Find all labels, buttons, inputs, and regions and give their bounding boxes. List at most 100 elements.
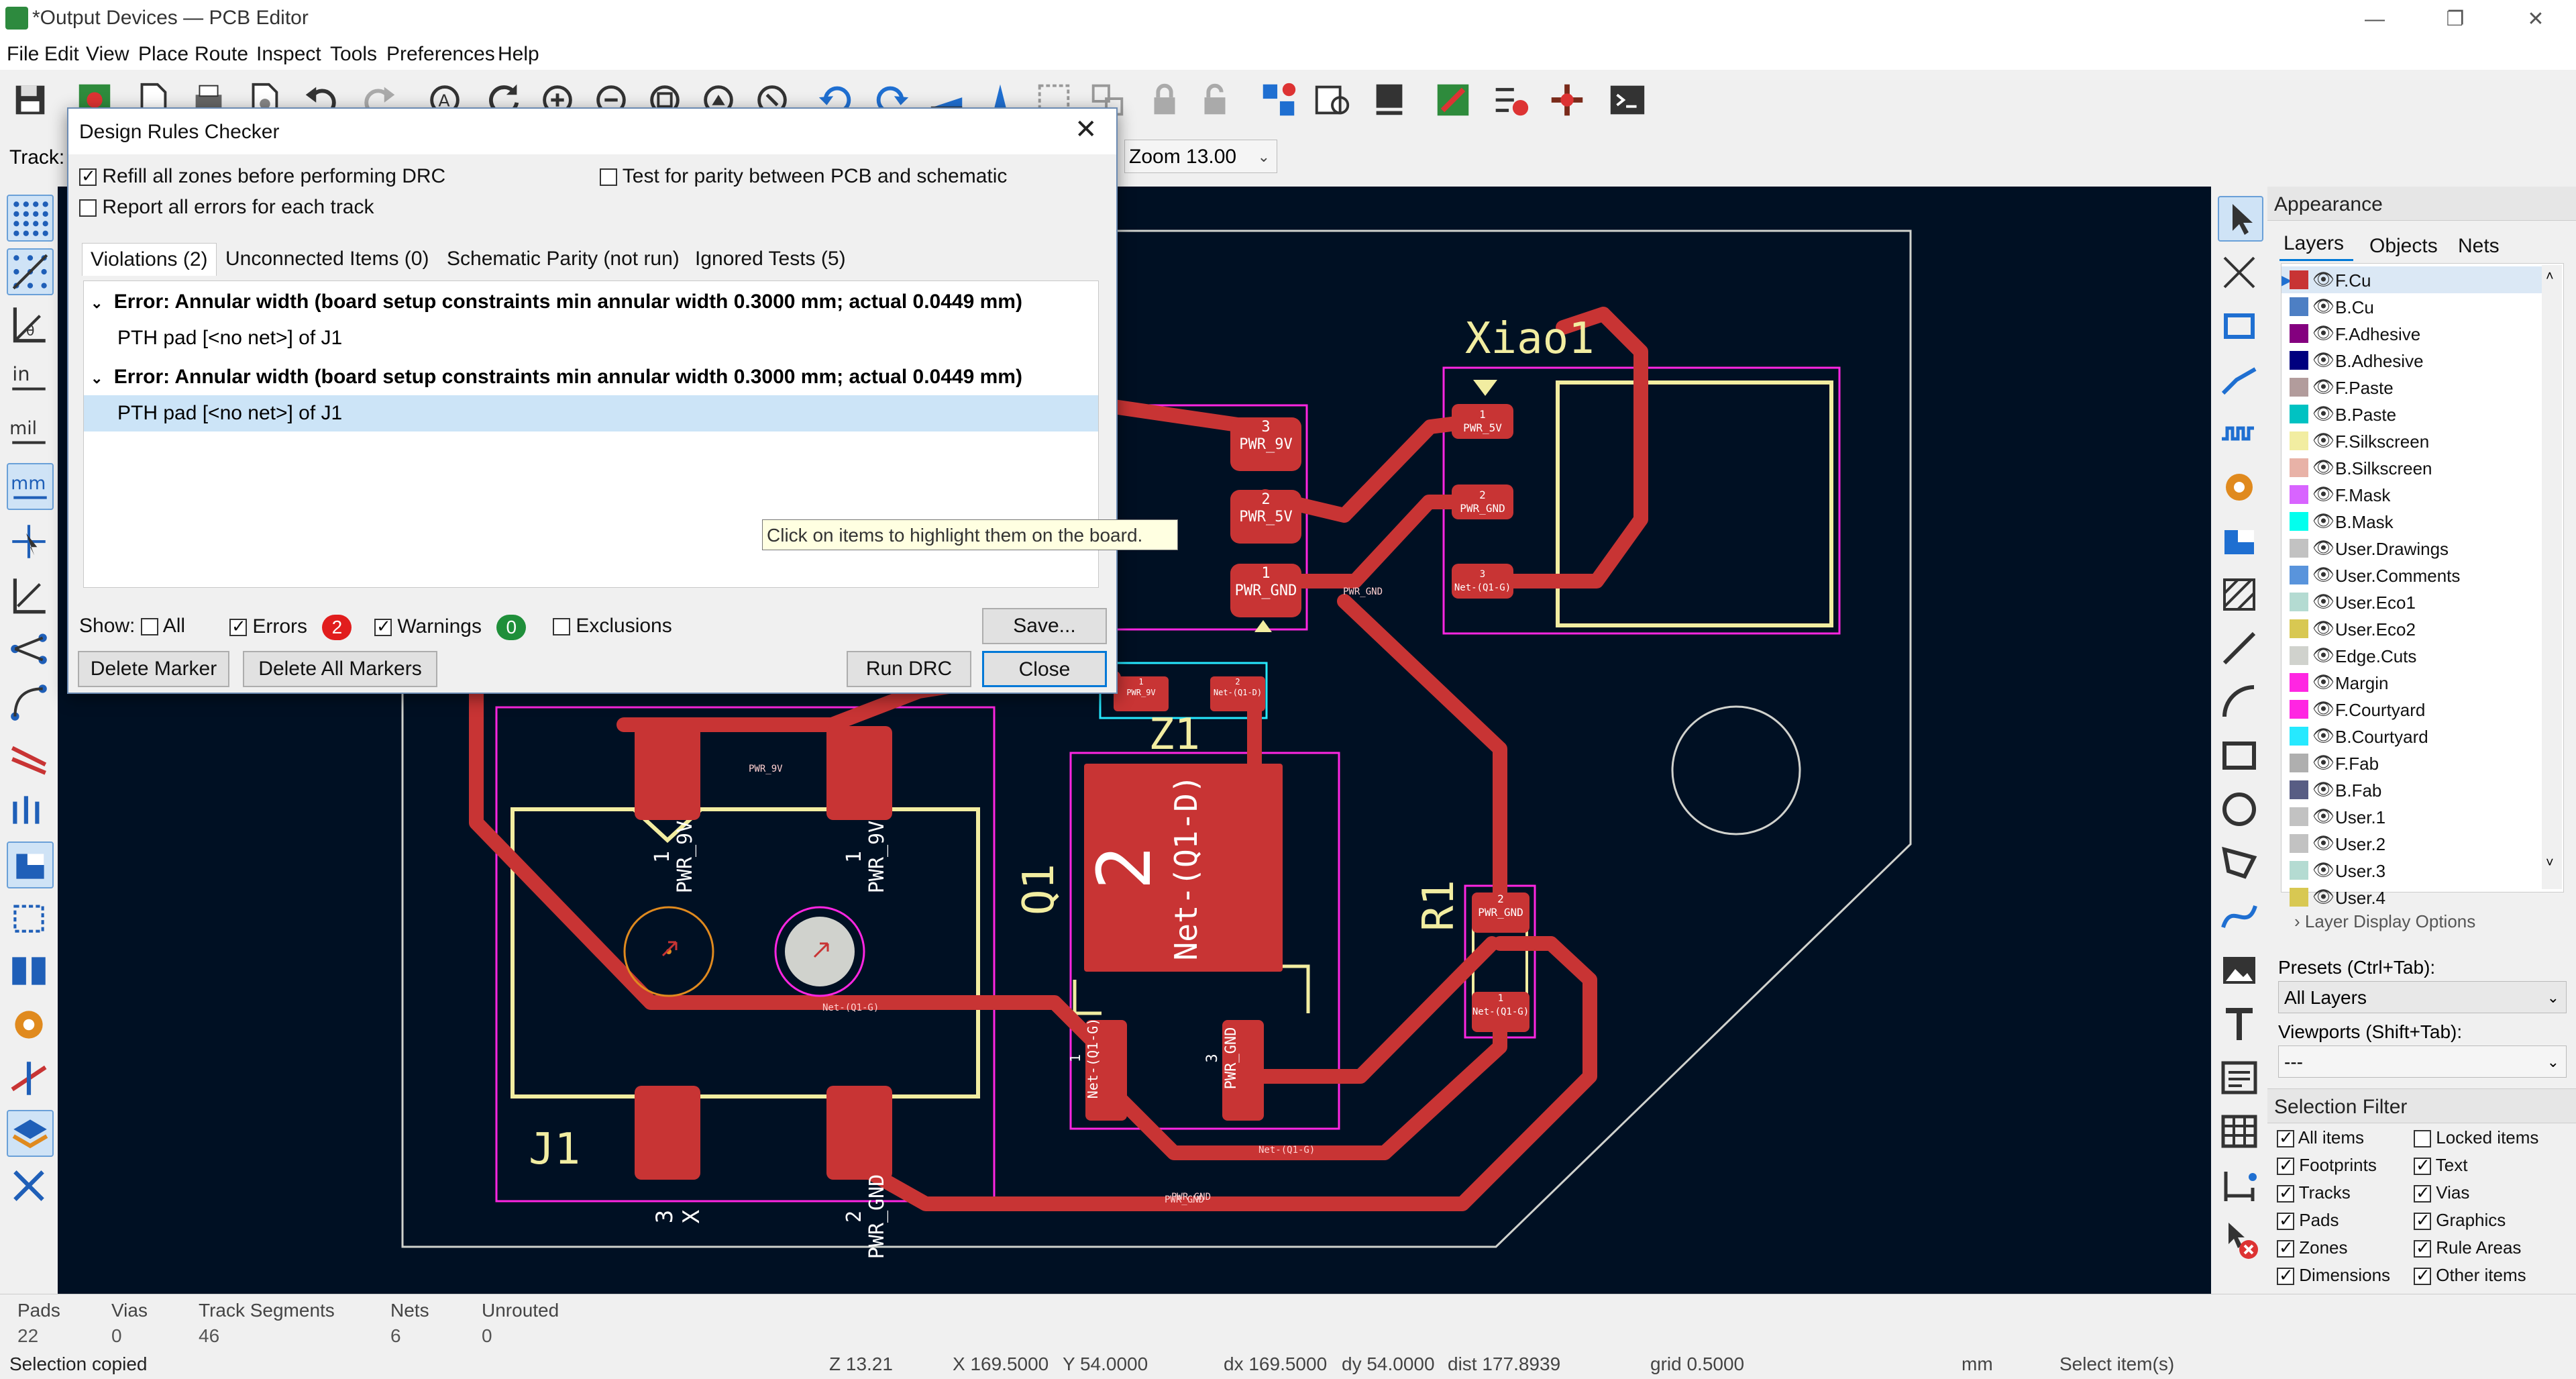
layer-row[interactable]: 👁F.Courtyard <box>2282 696 2546 723</box>
curved-ratsnest-icon[interactable] <box>7 680 51 725</box>
pad-fill-icon[interactable] <box>7 949 51 993</box>
parity-checkbox[interactable] <box>600 168 617 187</box>
via-fill-icon[interactable] <box>7 1003 51 1047</box>
layer-color-swatch[interactable] <box>2290 566 2308 584</box>
eye-icon[interactable]: 👁 <box>2312 296 2335 316</box>
draw-arc-icon[interactable] <box>2218 680 2261 723</box>
eye-icon[interactable]: 👁 <box>2312 538 2335 558</box>
layer-color-swatch[interactable] <box>2290 727 2308 746</box>
scroll-down-icon[interactable]: ˅ <box>2546 856 2554 870</box>
parity-option[interactable]: Test for parity between PCB and schemati… <box>600 165 1007 188</box>
layer-color-swatch[interactable] <box>2290 485 2308 504</box>
tab-layers[interactable]: Layers <box>2284 232 2345 254</box>
unlock-icon[interactable] <box>1194 79 1236 121</box>
selection-filter-checkbox[interactable] <box>2414 1210 2431 1231</box>
local-ratsnest-icon[interactable] <box>2218 251 2261 294</box>
layer-row[interactable]: 👁Margin <box>2282 669 2546 696</box>
select-arrow-icon[interactable] <box>2218 196 2263 242</box>
footprint-browser-icon[interactable] <box>1311 79 1353 121</box>
layer-color-swatch[interactable] <box>2290 619 2308 638</box>
layer-row[interactable]: 👁User.4 <box>2282 884 2546 911</box>
maximize-button[interactable]: ❐ <box>2446 8 2465 30</box>
drc-icon[interactable] <box>1489 79 1531 121</box>
viewports-select[interactable]: --- ⌄ <box>2278 1045 2567 1078</box>
zone-outline-icon[interactable] <box>7 895 51 939</box>
filter-all-checkbox[interactable] <box>141 618 158 636</box>
layer-row[interactable]: 👁User.Eco1 <box>2282 589 2546 615</box>
selection-filter-item[interactable]: Pads <box>2277 1210 2339 1231</box>
grid-overrides-icon[interactable] <box>7 248 54 295</box>
eye-icon[interactable]: 👁 <box>2312 806 2335 826</box>
polar-coords-icon[interactable]: θ <box>7 302 51 346</box>
scripting-icon[interactable] <box>1432 79 1474 121</box>
tab-nets[interactable]: Nets <box>2458 235 2500 257</box>
eye-icon[interactable]: 👁 <box>2312 484 2335 504</box>
selection-filter-item[interactable]: Dimensions <box>2277 1265 2390 1286</box>
tab-violations[interactable]: Violations (2) <box>82 243 217 276</box>
save-report-button[interactable]: Save... <box>982 608 1107 644</box>
filter-errors-option[interactable]: Errors 2 <box>229 615 352 640</box>
units-mm-icon[interactable]: mm <box>7 463 54 510</box>
minimize-button[interactable]: — <box>2365 8 2385 30</box>
add-text-icon[interactable] <box>2218 1003 2261 1045</box>
layer-row[interactable]: 👁B.Adhesive <box>2282 347 2546 374</box>
layer-color-swatch[interactable] <box>2290 351 2308 370</box>
violation-error-row[interactable]: ⌄ Error: Annular width (board setup cons… <box>91 291 1022 313</box>
cursor-crosshair-icon[interactable] <box>7 519 51 564</box>
units-inch-icon[interactable]: in <box>7 356 51 400</box>
layer-color-swatch[interactable] <box>2290 834 2308 853</box>
grid-dots-icon[interactable] <box>7 195 54 242</box>
layer-row[interactable]: 👁F.Mask <box>2282 481 2546 508</box>
update-pcb-icon[interactable] <box>1258 79 1299 121</box>
layer-color-swatch[interactable] <box>2290 270 2308 289</box>
eye-icon[interactable]: 👁 <box>2312 860 2335 880</box>
eye-icon[interactable]: 👁 <box>2312 430 2335 450</box>
filter-warnings-checkbox[interactable] <box>374 616 392 637</box>
menu-place[interactable]: Place <box>138 43 189 65</box>
selection-filter-item[interactable]: Rule Areas <box>2414 1237 2521 1258</box>
tab-ignored-tests[interactable]: Ignored Tests (5) <box>695 248 846 270</box>
eye-icon[interactable]: 👁 <box>2312 672 2335 692</box>
selection-filter-item[interactable]: Other items <box>2414 1265 2526 1286</box>
layer-color-swatch[interactable] <box>2290 754 2308 772</box>
selection-filter-checkbox[interactable] <box>2277 1127 2294 1148</box>
selection-filter-checkbox[interactable] <box>2414 1265 2431 1286</box>
layer-display-options[interactable]: › Layer Display Options <box>2294 911 2476 931</box>
layer-color-swatch[interactable] <box>2290 431 2308 450</box>
layer-color-swatch[interactable] <box>2290 673 2308 692</box>
add-via-icon[interactable] <box>2218 466 2261 509</box>
layer-color-swatch[interactable] <box>2290 297 2308 316</box>
via-display-icon[interactable] <box>7 788 51 832</box>
eye-icon[interactable]: 👁 <box>2312 618 2335 638</box>
eye-icon[interactable]: 👁 <box>2312 350 2335 370</box>
layer-row[interactable]: 👁F.Adhesive <box>2282 320 2546 347</box>
layer-row[interactable]: 👁F.Fab <box>2282 750 2546 776</box>
add-dimension-icon[interactable] <box>2218 1164 2261 1207</box>
draw-rect-icon[interactable] <box>2218 734 2261 777</box>
menu-route[interactable]: Route <box>195 43 249 65</box>
net-inspector-icon[interactable] <box>1546 79 1588 121</box>
layer-color-swatch[interactable] <box>2290 539 2308 558</box>
selection-filter-checkbox[interactable] <box>2277 1210 2294 1231</box>
tab-unconnected[interactable]: Unconnected Items (0) <box>225 248 429 270</box>
layer-row[interactable]: ▶👁F.Cu <box>2282 266 2546 293</box>
layer-row[interactable]: 👁User.Eco2 <box>2282 615 2546 642</box>
selection-filter-checkbox[interactable] <box>2414 1130 2431 1148</box>
selection-filter-checkbox[interactable] <box>2277 1265 2294 1286</box>
selection-filter-item[interactable]: Vias <box>2414 1182 2469 1203</box>
layer-row[interactable]: 👁User.Comments <box>2282 562 2546 589</box>
selection-filter-checkbox[interactable] <box>2277 1182 2294 1203</box>
filter-exclusions-checkbox[interactable] <box>553 618 570 636</box>
layer-row[interactable]: 👁B.Paste <box>2282 401 2546 427</box>
menu-file[interactable]: File <box>7 43 40 65</box>
close-button[interactable]: Close <box>982 651 1107 687</box>
add-table-icon[interactable] <box>2218 1110 2261 1153</box>
draw-line-icon[interactable] <box>2218 627 2261 670</box>
menu-preferences[interactable]: Preferences <box>386 43 495 65</box>
selection-filter-checkbox[interactable] <box>2414 1155 2431 1176</box>
selection-filter-item[interactable]: Tracks <box>2277 1182 2351 1203</box>
eye-icon[interactable]: 👁 <box>2312 323 2335 343</box>
menu-help[interactable]: Help <box>498 43 539 65</box>
report-all-option[interactable]: Report all errors for each track <box>79 196 374 219</box>
selection-filter-checkbox[interactable] <box>2277 1237 2294 1258</box>
